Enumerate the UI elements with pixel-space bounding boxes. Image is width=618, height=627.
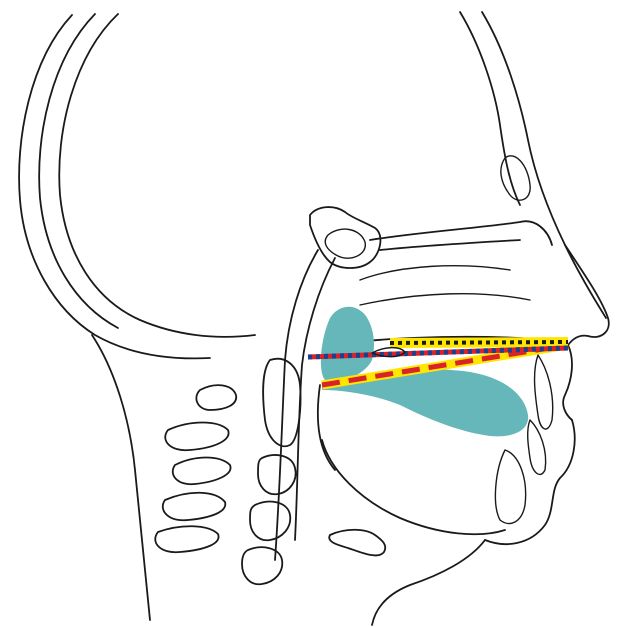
skull-outer-contour	[19, 15, 210, 358]
skull-inner-contour	[59, 14, 255, 337]
spinous-process-3	[173, 458, 231, 485]
tongue-base-contour	[318, 385, 335, 470]
upper-incisor	[535, 355, 553, 429]
upper-lip	[563, 345, 572, 420]
spinous-process-4	[163, 493, 226, 520]
spinous-process-5	[155, 526, 218, 552]
anterior-neck-contour	[372, 540, 485, 625]
soft-palate-region	[321, 307, 374, 382]
frontal-outer-contour	[482, 12, 606, 318]
sphenoid-sinus	[325, 229, 365, 258]
spinous-process-1	[196, 385, 236, 410]
turbinate-lower	[360, 294, 530, 305]
frontal-inner-contour	[460, 12, 520, 205]
skull-middle-contour	[39, 14, 118, 328]
posterior-neck-contour	[92, 335, 150, 620]
turbinate-upper	[360, 266, 510, 280]
nasal-cavity-lower	[380, 240, 520, 250]
hyoid-bone	[329, 530, 385, 556]
spinous-process-2	[165, 423, 228, 451]
oral-cavity-floor	[322, 440, 505, 534]
mandible-symphysis	[495, 450, 525, 524]
nasal-cavity-roof	[370, 221, 552, 245]
lower-lip-chin	[485, 420, 575, 544]
vertebra-c4	[250, 502, 290, 541]
vertebra-c3	[258, 455, 296, 494]
